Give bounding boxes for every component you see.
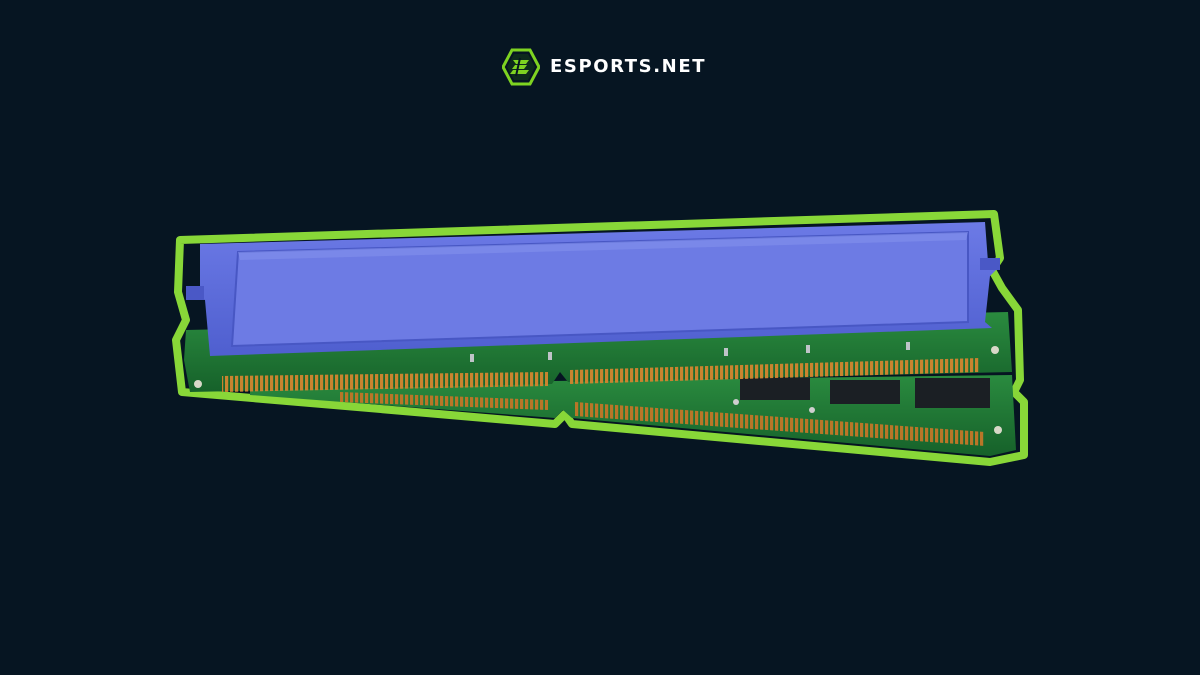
esports-logo-icon (502, 48, 540, 86)
brand-name: ESPORTS.NET (550, 56, 707, 77)
front-memory-module (184, 222, 1012, 392)
brand-header[interactable]: ESPORTS.NET (502, 48, 706, 86)
back-memory-module (250, 375, 1016, 456)
